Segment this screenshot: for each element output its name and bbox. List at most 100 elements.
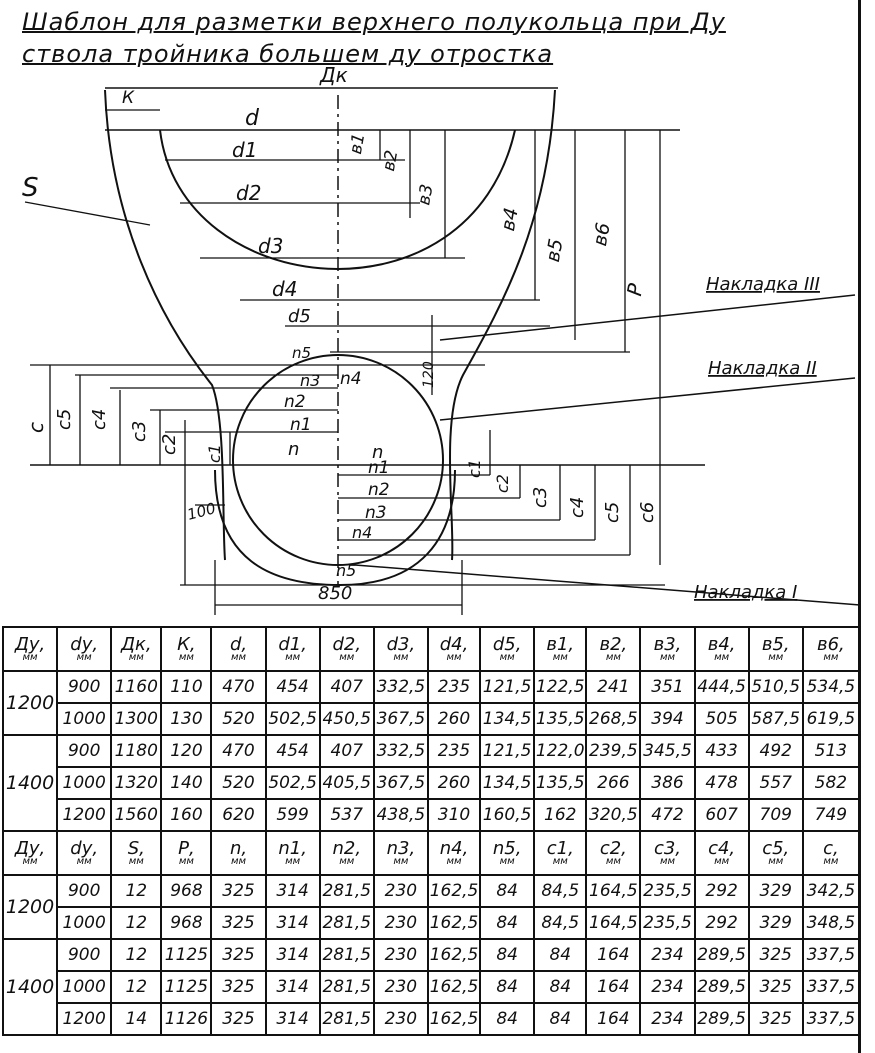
saddle-inner [159,129,516,270]
label-p: Р [622,281,648,298]
column-header: в2,мм [585,626,642,672]
column-header-unit: мм [76,855,92,867]
table-cell: 1125 [160,938,213,972]
table-cell: 314 [264,906,321,940]
column-header-symbol: dу, [70,837,99,859]
column-header-unit: мм [22,855,38,867]
label-d1: d1 [232,138,257,162]
leader-nakladka3 [439,294,856,341]
column-header-unit: мм [22,651,38,663]
table-cell: 454 [264,670,321,704]
table-cell: 1300 [110,702,163,736]
label-n4: n4 [340,369,362,389]
table-cell: 235,5 [639,906,696,940]
column-header: n4,мм [426,830,482,876]
column-header: n2,мм [318,830,375,876]
table-cell: 1000 [56,702,113,736]
label-b3: в3 [414,183,437,207]
column-header: d2,мм [318,626,375,672]
column-header-symbol: d3, [386,633,416,655]
column-header-symbol: d1, [278,633,307,655]
table-cell: 289,5 [693,938,750,972]
column-header-symbol: в5, [761,633,790,655]
table-cell: 121,5 [479,670,536,704]
label-100: 100 [185,499,217,524]
column-header-unit: мм [446,651,462,663]
label-850: 850 [318,583,352,604]
column-header-symbol: Ду, [14,633,46,655]
table-cell: 310 [426,798,482,832]
table-cell: 130 [160,702,213,736]
column-header: d3,мм [372,626,429,672]
table-cell: 1000 [56,970,113,1004]
label-c: с [24,422,48,433]
column-header-symbol: с1, [546,837,574,859]
table-cell: 320,5 [585,798,642,832]
column-header-unit: мм [714,651,730,663]
column-header-symbol: с2, [599,837,627,859]
column-header-unit: мм [659,651,676,663]
table-cell: 12 [110,970,163,1004]
column-header-unit: мм [285,855,301,867]
table-cell: 120 [160,734,213,768]
table-cell: 325 [747,1002,804,1036]
column-header-symbol: d4, [439,633,469,655]
table-cell: 1160 [110,670,163,704]
column-header: с3,мм [639,830,696,876]
table-cell: 314 [264,938,321,972]
label-s: S [22,173,39,203]
table-cell: 337,5 [801,1002,861,1036]
table-cell: 337,5 [801,970,861,1004]
table-cell: 164 [585,1002,642,1036]
column-header-unit: мм [659,855,676,867]
table-cell: 325 [210,970,267,1004]
table-cell: 520 [210,766,267,800]
label-c2: с2 [159,434,180,455]
column-header-unit: мм [339,855,355,867]
leader-nakladka1 [354,564,861,606]
table-cell: 1200 [56,798,113,832]
column-header-symbol: d, [229,633,248,655]
table-cell: 325 [210,938,267,972]
table-cell: 230 [372,874,429,908]
table-cell: 367,5 [372,702,429,736]
label-120: 120 [421,361,437,388]
table-cell: 472 [639,798,696,832]
table-cell: 749 [801,798,861,832]
label-c4-lower: с4 [567,497,588,518]
table-cell: 135,5 [533,766,588,800]
table-cell: 534,5 [801,670,861,704]
label-b4: в4 [497,206,523,233]
column-header-unit: мм [714,855,730,867]
table-cell: 587,5 [747,702,804,736]
table-cell: 162,5 [426,1002,482,1036]
table-cell: 502,5 [264,702,321,736]
table-cell: 84 [479,874,536,908]
table-cell: 260 [426,766,482,800]
table-cell: 289,5 [693,970,750,1004]
table-cell: 1200 [56,1002,113,1036]
column-header: n1,мм [264,830,321,876]
table-cell: 281,5 [318,874,375,908]
table-cell: 314 [264,970,321,1004]
table-cell: 235 [426,734,482,768]
column-header-unit: мм [178,855,194,867]
leader-s [24,201,151,226]
label-d2: d2 [236,181,261,205]
label-c1-lower: с1 [465,459,484,478]
table-cell: 329 [747,906,804,940]
column-header-unit: мм [499,855,515,867]
column-header-symbol: Р, [178,837,195,859]
table-cell: 1000 [56,766,113,800]
table-cell: 407 [318,734,375,768]
label-c5-lower: с5 [602,502,623,523]
table-cell: 134,5 [479,702,536,736]
title-line-1: Шаблон для разметки верхнего полукольца … [22,8,726,36]
column-header-symbol: n2, [332,837,362,859]
